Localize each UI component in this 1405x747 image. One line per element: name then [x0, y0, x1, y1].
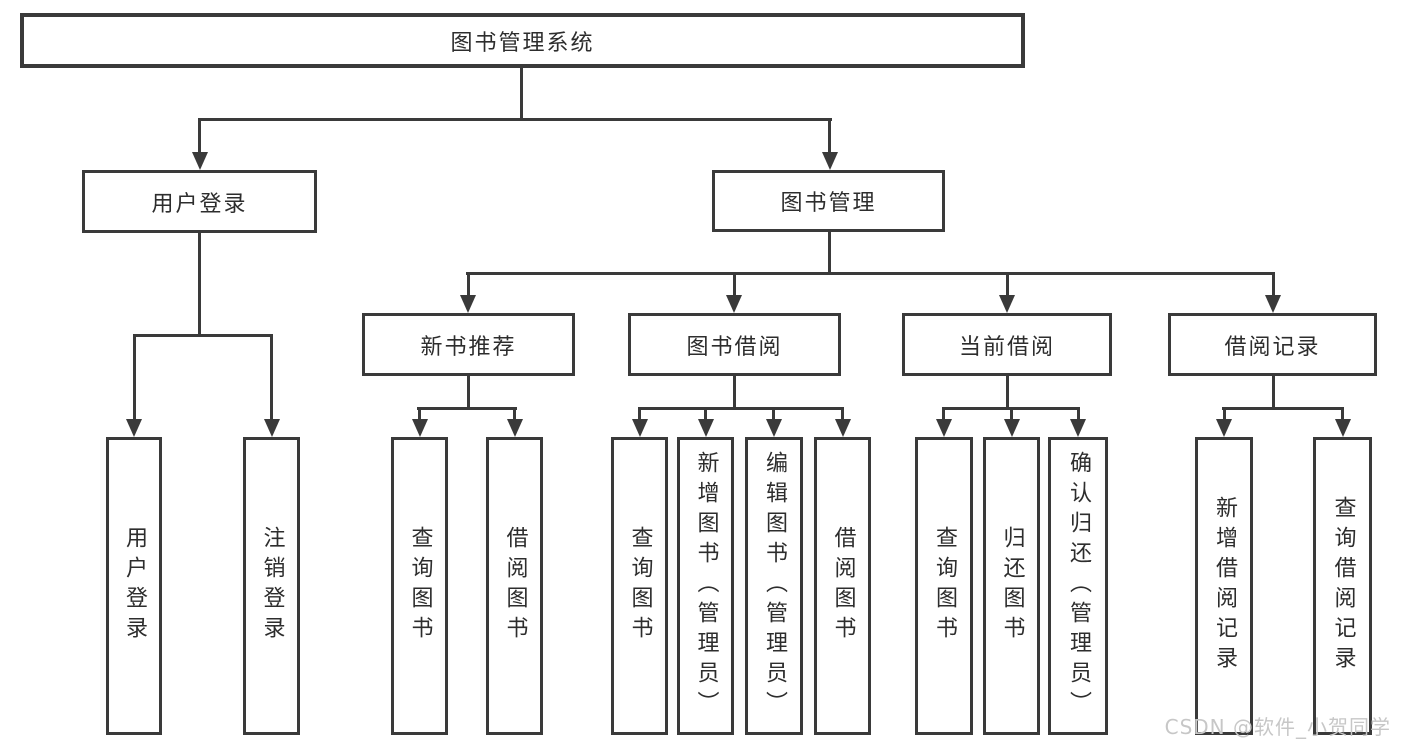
arrow-down-icon	[412, 419, 428, 437]
arrow-down-icon	[460, 295, 476, 313]
arrow-down-icon	[999, 295, 1015, 313]
arrow-down-icon	[766, 419, 782, 437]
connector-line	[638, 407, 641, 423]
arrow-down-icon	[1265, 295, 1281, 313]
arrow-down-icon	[726, 295, 742, 313]
leaf-add-borrow-record: 新增借阅记录	[1195, 437, 1253, 735]
connector-line	[270, 334, 273, 423]
connector-line	[1341, 407, 1344, 423]
leaf-query-books-borrow: 查询图书	[611, 437, 668, 735]
connector-line	[828, 118, 831, 156]
connector-line	[198, 118, 201, 156]
connector-line	[828, 232, 831, 275]
leaf-borrow-books-2: 借阅图书	[814, 437, 871, 735]
node-book-borrow: 图书借阅	[628, 313, 841, 376]
connector-line	[418, 407, 421, 423]
leaf-borrow-books-recommend: 借阅图书	[486, 437, 543, 735]
leaf-query-books-current: 查询图书	[915, 437, 973, 735]
node-new-book-recommend: 新书推荐	[362, 313, 575, 376]
leaf-user-login: 用户登录	[106, 437, 162, 735]
csdn-watermark: CSDN @软件_小贺同学	[1164, 715, 1391, 739]
connector-line	[772, 407, 775, 423]
node-current-borrow: 当前借阅	[902, 313, 1112, 376]
connector-line	[467, 376, 470, 410]
arrow-down-icon	[822, 152, 838, 170]
arrow-down-icon	[698, 419, 714, 437]
connector-line	[198, 118, 832, 121]
arrow-down-icon	[507, 419, 523, 437]
arrow-down-icon	[835, 419, 851, 437]
leaf-edit-book-admin: 编辑图书（管理员）	[745, 437, 803, 735]
connector-line	[467, 272, 470, 299]
arrow-down-icon	[126, 419, 142, 437]
leaf-confirm-return-admin: 确认归还（管理员）	[1048, 437, 1108, 735]
connector-line	[1272, 376, 1275, 410]
connector-line	[1006, 272, 1009, 299]
arrow-down-icon	[936, 419, 952, 437]
node-library-system: 图书管理系统	[20, 13, 1025, 68]
connector-line	[133, 334, 273, 337]
connector-line	[733, 272, 736, 299]
node-borrow-records: 借阅记录	[1168, 313, 1377, 376]
connector-line	[466, 272, 1274, 275]
arrow-down-icon	[1216, 419, 1232, 437]
node-user-login: 用户登录	[82, 170, 317, 233]
arrow-down-icon	[1335, 419, 1351, 437]
connector-line	[417, 407, 517, 410]
connector-line	[198, 233, 201, 337]
connector-line	[133, 334, 136, 423]
leaf-add-book-admin: 新增图书（管理员）	[677, 437, 734, 735]
connector-line	[1006, 376, 1009, 410]
connector-line	[733, 376, 736, 410]
leaf-query-books-recommend: 查询图书	[391, 437, 448, 735]
leaf-return-book: 归还图书	[983, 437, 1040, 735]
connector-line	[942, 407, 945, 423]
connector-line	[704, 407, 707, 423]
connector-line	[841, 407, 844, 423]
connector-line	[1077, 407, 1080, 423]
connector-line	[520, 66, 523, 121]
connector-line	[638, 407, 844, 410]
leaf-query-borrow-record: 查询借阅记录	[1313, 437, 1372, 735]
arrow-down-icon	[1004, 419, 1020, 437]
leaf-logout: 注销登录	[243, 437, 300, 735]
arrow-down-icon	[632, 419, 648, 437]
arrow-down-icon	[192, 152, 208, 170]
connector-line	[1010, 407, 1013, 423]
arrow-down-icon	[1070, 419, 1086, 437]
node-book-management: 图书管理	[712, 170, 945, 232]
connector-line	[1222, 407, 1344, 410]
connector-line	[1272, 272, 1275, 299]
connector-line	[513, 407, 516, 423]
connector-line	[1223, 407, 1226, 423]
arrow-down-icon	[264, 419, 280, 437]
